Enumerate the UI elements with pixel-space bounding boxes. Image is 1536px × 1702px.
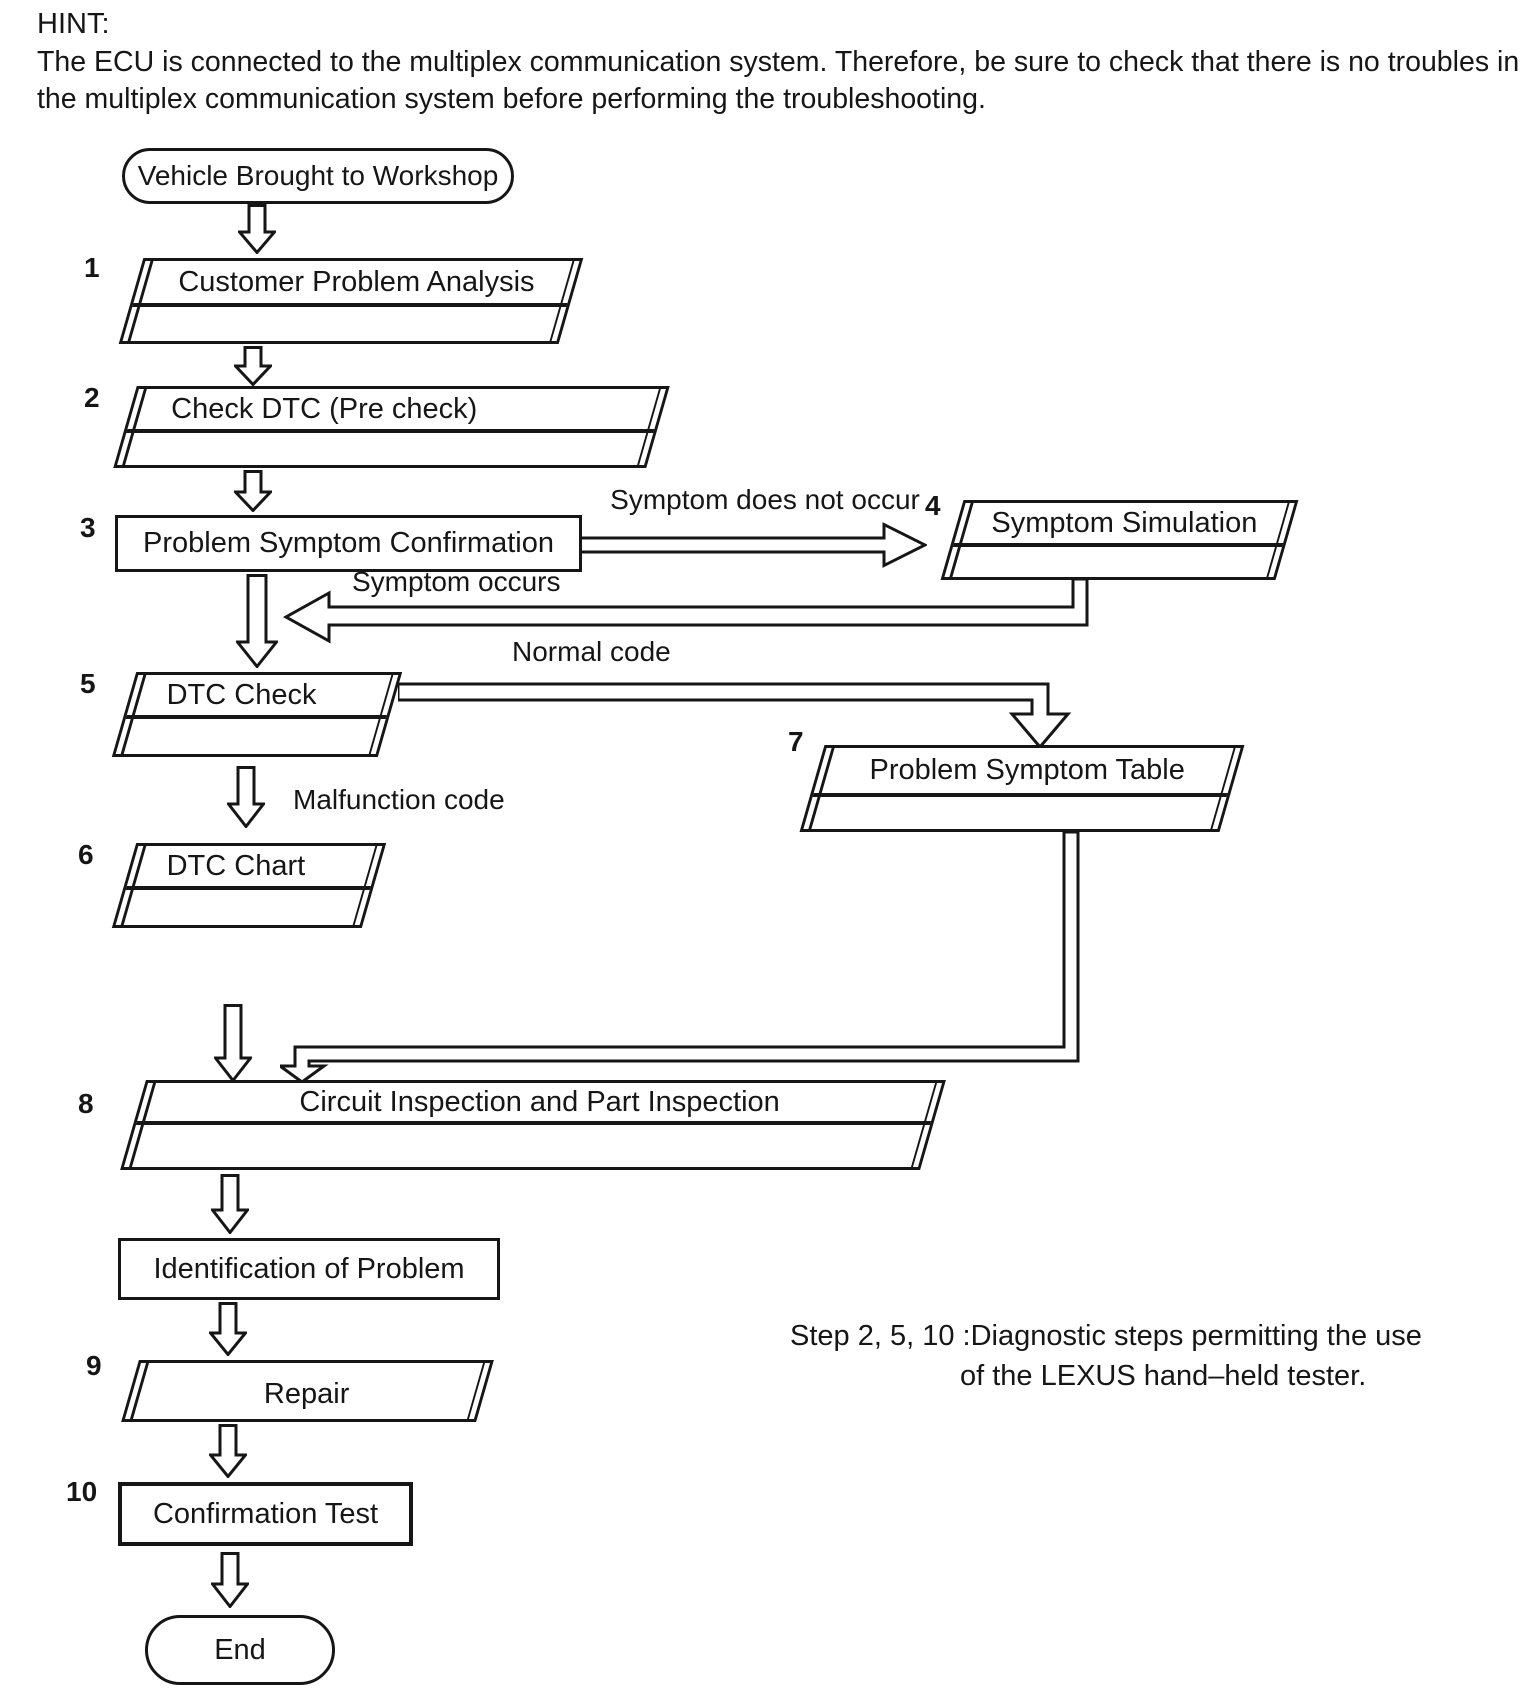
- step7-number: 7: [788, 726, 804, 757]
- node-step2: Check DTC (Pre check): [113, 386, 670, 468]
- step2-number: 2: [84, 382, 100, 413]
- arrow-identification-to-repair: [209, 1302, 247, 1356]
- step4-label: Symptom Simulation: [991, 506, 1258, 539]
- step1-number: 1: [84, 252, 100, 283]
- arrow-step3-to-step5: [236, 574, 278, 668]
- node-start-label: Vehicle Brought to Workshop: [137, 160, 499, 191]
- edge-label-symptom-does-not-occur: Symptom does not occur: [610, 484, 920, 515]
- arrow-step5-to-step6: [227, 766, 265, 828]
- step8-divider: [136, 1121, 932, 1125]
- step10-number: 10: [66, 1476, 98, 1507]
- arrow-confirmation-to-end: [211, 1552, 249, 1608]
- node-start: Vehicle Brought to Workshop: [122, 148, 514, 204]
- arrow-step3-to-step4: [579, 516, 927, 574]
- step7-divider: [812, 793, 1228, 797]
- step6-number: 6: [78, 839, 94, 870]
- arrow-step5-to-step7-normal-code: [398, 676, 1088, 752]
- node-step4: Symptom Simulation: [940, 500, 1299, 580]
- node-end-label: End: [214, 1633, 266, 1666]
- arrow-step2-to-step3: [234, 470, 272, 512]
- node-step1: Customer Problem Analysis: [118, 258, 584, 344]
- node-step3: Problem Symptom Confirmation: [115, 515, 582, 572]
- step2-divider: [126, 429, 655, 433]
- step1-label: Customer Problem Analysis: [178, 265, 535, 298]
- step9-number: 9: [86, 1350, 102, 1381]
- arrow-step8-to-identification: [211, 1174, 249, 1234]
- step4-divider: [953, 543, 1284, 547]
- hint-heading: HINT:: [37, 8, 110, 40]
- node-end: End: [145, 1615, 335, 1685]
- step2-label: Check DTC (Pre check): [171, 392, 478, 425]
- node-step9: Repair: [121, 1360, 494, 1422]
- identification-label: Identification of Problem: [153, 1252, 465, 1285]
- arrow-step7-to-step8: [280, 830, 1090, 1086]
- node-step7: Problem Symptom Table: [799, 745, 1245, 832]
- step1-divider: [132, 303, 568, 307]
- tester-note: Step 2, 5, 10 :Diagnostic steps permitti…: [790, 1316, 1422, 1396]
- arrow-step6-to-step8: [214, 1004, 252, 1082]
- step5-divider: [125, 715, 387, 719]
- node-step5: DTC Check: [111, 672, 403, 757]
- tester-note-line1: Step 2, 5, 10 :Diagnostic steps permitti…: [790, 1320, 1422, 1352]
- step5-label: DTC Check: [166, 678, 317, 711]
- arrow-step1-to-step2: [234, 346, 272, 386]
- arrow-start-to-step1: [238, 204, 276, 254]
- step7-label: Problem Symptom Table: [869, 754, 1185, 786]
- step8-number: 8: [78, 1088, 94, 1119]
- arrow-repair-to-confirmation: [209, 1424, 247, 1478]
- edge-label-symptom-occurs: Symptom occurs: [352, 566, 561, 597]
- step4-number: 4: [925, 490, 941, 521]
- arrow-step4-return-symptom-occurs: [282, 577, 1093, 647]
- step10-label: Confirmation Test: [152, 1497, 379, 1530]
- step3-label: Problem Symptom Confirmation: [143, 527, 554, 559]
- step8-label: Circuit Inspection and Part Inspection: [299, 1085, 780, 1118]
- node-step8: Circuit Inspection and Part Inspection: [120, 1080, 946, 1170]
- tester-note-line2: of the LEXUS hand–held tester.: [960, 1360, 1367, 1392]
- edge-label-normal-code: Normal code: [512, 636, 671, 667]
- node-step10: Confirmation Test: [118, 1482, 413, 1546]
- step3-number: 3: [80, 512, 96, 543]
- step9-label: Repair: [263, 1377, 350, 1410]
- edge-label-malfunction-code: Malfunction code: [293, 784, 505, 815]
- hint-text: The ECU is connected to the multiplex co…: [37, 46, 1520, 115]
- node-identification: Identification of Problem: [118, 1238, 500, 1300]
- step5-number: 5: [80, 668, 96, 699]
